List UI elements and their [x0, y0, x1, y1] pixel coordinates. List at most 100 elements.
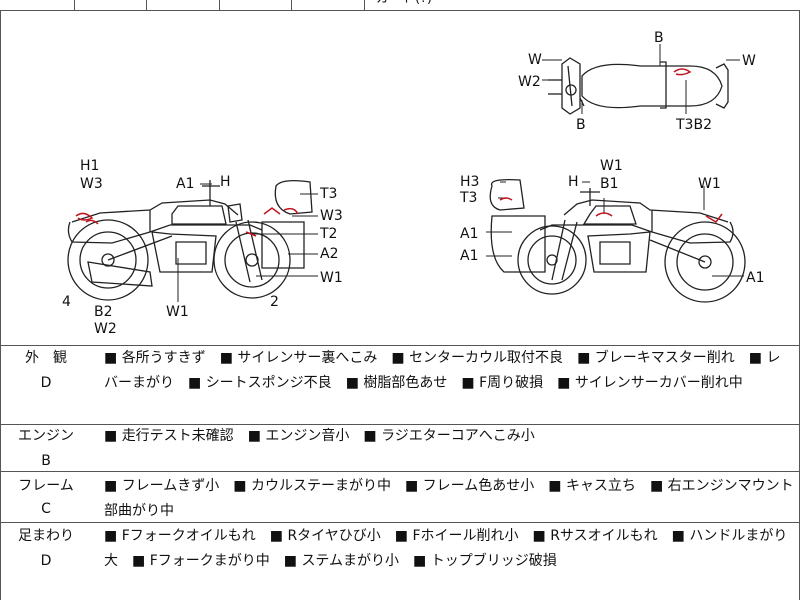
left-front-wheel: [213, 221, 291, 299]
label-left-H1: H1: [80, 158, 99, 174]
bullet-square-icon: ■: [233, 478, 251, 494]
condition-item: ■ エンジン音小: [248, 428, 364, 444]
section-items: ■ 各所うすきず ■ サイレンサー裏へこみ ■ センターカウル取付不良 ■ ブレ…: [104, 346, 794, 396]
bullet-square-icon: ■: [532, 528, 551, 544]
left-rear-wheel: [67, 219, 149, 301]
right-rear-wheel: [664, 221, 746, 303]
condition-item-text: 走行テスト未確認: [121, 428, 234, 444]
header-divider: [291, 0, 292, 10]
header-cutoff-text: ガード(?): [376, 0, 432, 8]
condition-item: ■ Rサスオイルもれ: [533, 528, 672, 544]
bullet-square-icon: ■: [548, 478, 566, 494]
section-items: ■ Fフォークオイルもれ ■ Rタイヤひび小 ■ Fホイール削れ小 ■ Rサスオ…: [104, 524, 794, 574]
label-left-W3-right: W3: [320, 208, 343, 224]
label-top-B-top: B: [654, 30, 664, 46]
label-left-W1-bottom: W1: [166, 304, 189, 320]
bullet-square-icon: ■: [219, 350, 238, 366]
condition-item-text: センターカウル取付不良: [409, 350, 564, 366]
label-right-H: H: [568, 174, 579, 190]
condition-item-text: 右エンジンマウント部曲がり中: [104, 478, 794, 519]
condition-item-text: キャス立ち: [565, 478, 636, 494]
condition-item-text: フレーム色あせ小: [422, 478, 535, 494]
condition-item: ■ 樹脂部色あせ: [346, 375, 462, 391]
bullet-square-icon: ■: [104, 428, 122, 444]
section-grade: D: [40, 375, 52, 391]
label-right-A1-lower: A1: [460, 248, 478, 264]
section-category: 外 観: [25, 350, 67, 366]
condition-item: ■ Fフォークオイルもれ: [104, 528, 270, 544]
bullet-square-icon: ■: [269, 528, 288, 544]
bullet-square-icon: ■: [557, 375, 575, 391]
condition-item: ■ サイレンサー裏へこみ: [220, 350, 392, 366]
label-left-T3: T3: [319, 186, 337, 202]
label-right-A1-side: A1: [746, 270, 764, 286]
label-left-W2: W2: [94, 321, 117, 337]
label-left-H: H: [220, 174, 231, 190]
label-right-T3: T3: [459, 190, 477, 206]
condition-item: ■ フレームきず小: [104, 478, 233, 494]
bullet-square-icon: ■: [188, 375, 206, 391]
bullet-square-icon: ■: [413, 553, 431, 569]
label-left-2: 2: [270, 294, 279, 310]
header-divider: [74, 0, 75, 10]
condition-item: ■ 走行テスト未確認: [104, 428, 248, 444]
header-divider: [364, 0, 365, 10]
label-left-A1: A1: [176, 176, 194, 192]
bullet-square-icon: ■: [748, 350, 767, 366]
section-divider: [0, 424, 800, 425]
left-side-view-drawing: [67, 180, 313, 301]
bullet-square-icon: ■: [577, 350, 595, 366]
condition-item: ■ トップブリッジ破損: [413, 553, 571, 569]
condition-item: ■ 各所うすきず: [104, 350, 220, 366]
bullet-square-icon: ■: [283, 553, 302, 569]
section-grade: D: [40, 553, 52, 569]
condition-item: ■ カウルステーまがり中: [233, 478, 405, 494]
right-front-wheel: [517, 225, 587, 295]
label-left-B2: B2: [94, 304, 113, 320]
table-top-border: [0, 345, 800, 346]
bullet-square-icon: ■: [391, 350, 410, 366]
bullet-square-icon: ■: [345, 375, 364, 391]
bullet-square-icon: ■: [104, 478, 122, 494]
condition-item-text: ハンドルまがり大: [104, 528, 788, 569]
label-top-B-bottom: B: [576, 117, 586, 133]
condition-item: ■ センターカウル取付不良: [391, 350, 577, 366]
condition-item-text: シートスポンジ不良: [205, 375, 332, 391]
condition-item: ■ キャス立ち: [548, 478, 650, 494]
bullet-square-icon: ■: [404, 478, 423, 494]
condition-item-text: ブレーキマスター削れ: [594, 350, 735, 366]
label-left-W1-right: W1: [320, 270, 343, 286]
condition-item-text: Fフォークまがり中: [149, 553, 270, 569]
condition-item: ■ 右エンジンマウント部曲がり中: [104, 478, 794, 519]
bullet-square-icon: ■: [394, 528, 413, 544]
condition-item-text: Fフォークオイルもれ: [121, 528, 256, 544]
label-left-T2: T2: [319, 226, 337, 242]
bullet-square-icon: ■: [363, 428, 382, 444]
section-grade: B: [41, 453, 51, 469]
section-items: ■ フレームきず小 ■ カウルステーまがり中 ■ フレーム色あせ小 ■ キャス立…: [104, 474, 794, 524]
label-top-W-left: W: [528, 52, 542, 68]
bullet-square-icon: ■: [671, 528, 690, 544]
condition-item: ■ シートスポンジ不良: [188, 375, 346, 391]
header-divider: [146, 0, 147, 10]
condition-item: ■ ラジエターコアへこみ小: [363, 428, 548, 444]
condition-item: ■ Fホイール削れ小: [395, 528, 533, 544]
section-grade: C: [41, 501, 51, 517]
condition-item: ■ レバーまがり: [104, 350, 780, 391]
condition-item-text: サイレンサーカバー削れ中: [574, 375, 743, 391]
condition-item: ■ フレーム色あせ小: [405, 478, 548, 494]
section-divider: [0, 471, 800, 472]
bullet-square-icon: ■: [104, 528, 122, 544]
condition-item-text: Fホイール削れ小: [412, 528, 519, 544]
condition-item-text: ラジエターコアへこみ小: [381, 428, 535, 444]
condition-item-text: Rサスオイルもれ: [550, 528, 658, 544]
label-top-W-right: W: [742, 53, 756, 69]
bullet-square-icon: ■: [461, 375, 480, 391]
bullet-square-icon: ■: [104, 350, 122, 366]
condition-item-text: トップブリッジ破損: [430, 553, 557, 569]
condition-item-text: Rタイヤひび小: [287, 528, 381, 544]
label-left-W3: W3: [80, 176, 103, 192]
condition-item-text: F周り破損: [479, 375, 544, 391]
condition-item-text: エンジン音小: [265, 428, 350, 444]
